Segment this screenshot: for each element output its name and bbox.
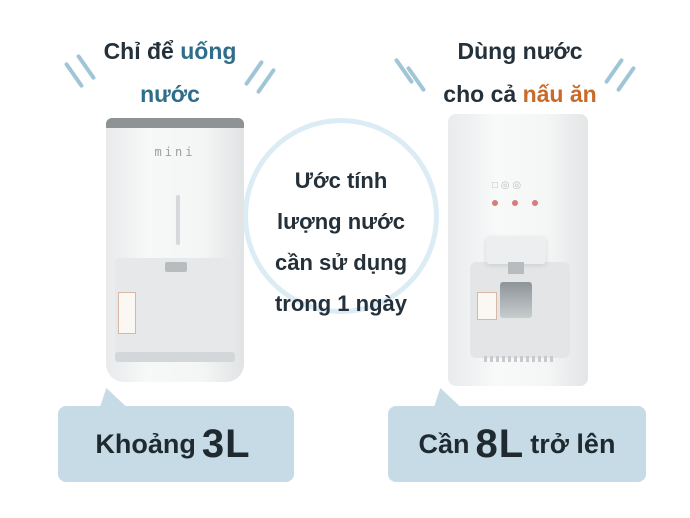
left-amount-bubble: Khoảng 3L [58, 406, 294, 482]
right-amount-bubble: Cần 8L trở lên [388, 406, 646, 482]
left-heading-prefix: Chỉ để [103, 38, 181, 64]
right-heading-prefix: cho cả [443, 81, 523, 107]
right-heading-line2: cho cả nấu ăn [410, 73, 630, 116]
large-warning-sticker [477, 292, 497, 320]
right-heading: Dùng nước cho cả nấu ăn [410, 30, 630, 116]
center-line4: trong 1 ngày [274, 291, 407, 316]
right-bubble-suffix: trở lên [530, 428, 616, 459]
center-line3: cần sử dụng [274, 250, 408, 275]
right-bubble-prefix: Cần [418, 428, 470, 459]
indicator-light-icon [512, 200, 518, 206]
left-heading-accent: uống [180, 38, 237, 64]
center-circle [243, 118, 439, 314]
large-filter-window [500, 282, 532, 318]
left-heading: Chỉ để uống nước [70, 30, 270, 116]
left-heading-line2: nước [140, 81, 200, 107]
mini-dispenser-lid [106, 118, 244, 128]
bubble-tail-right [426, 388, 462, 408]
mini-product-label: mini [154, 145, 196, 159]
indicator-light-icon [532, 200, 538, 206]
mini-warning-sticker [118, 292, 136, 334]
mini-indicator [176, 195, 180, 245]
large-nozzle [508, 262, 524, 274]
indicator-light-icon [492, 200, 498, 206]
right-bubble-amount: 8L [475, 421, 525, 466]
large-spout-head [486, 236, 546, 264]
center-line1: Ước tính [294, 168, 388, 193]
right-heading-line1: Dùng nước [457, 38, 583, 64]
right-heading-accent: nấu ăn [522, 81, 597, 107]
mini-nozzle [165, 262, 187, 272]
mini-drip-tray [115, 352, 235, 362]
large-panel-lights [490, 200, 550, 210]
center-caption: Ước tính lượng nước cần sử dụng trong 1 … [243, 160, 439, 324]
left-bubble-amount: 3L [201, 421, 251, 466]
center-line2: lượng nước [277, 209, 405, 234]
large-panel-icons: □ ◎ ◎ [492, 180, 522, 191]
bubble-tail-left [92, 388, 128, 408]
left-heading-line1: Chỉ để uống [70, 30, 270, 73]
left-bubble-prefix: Khoảng [95, 428, 196, 459]
large-drip-grill [484, 356, 554, 362]
